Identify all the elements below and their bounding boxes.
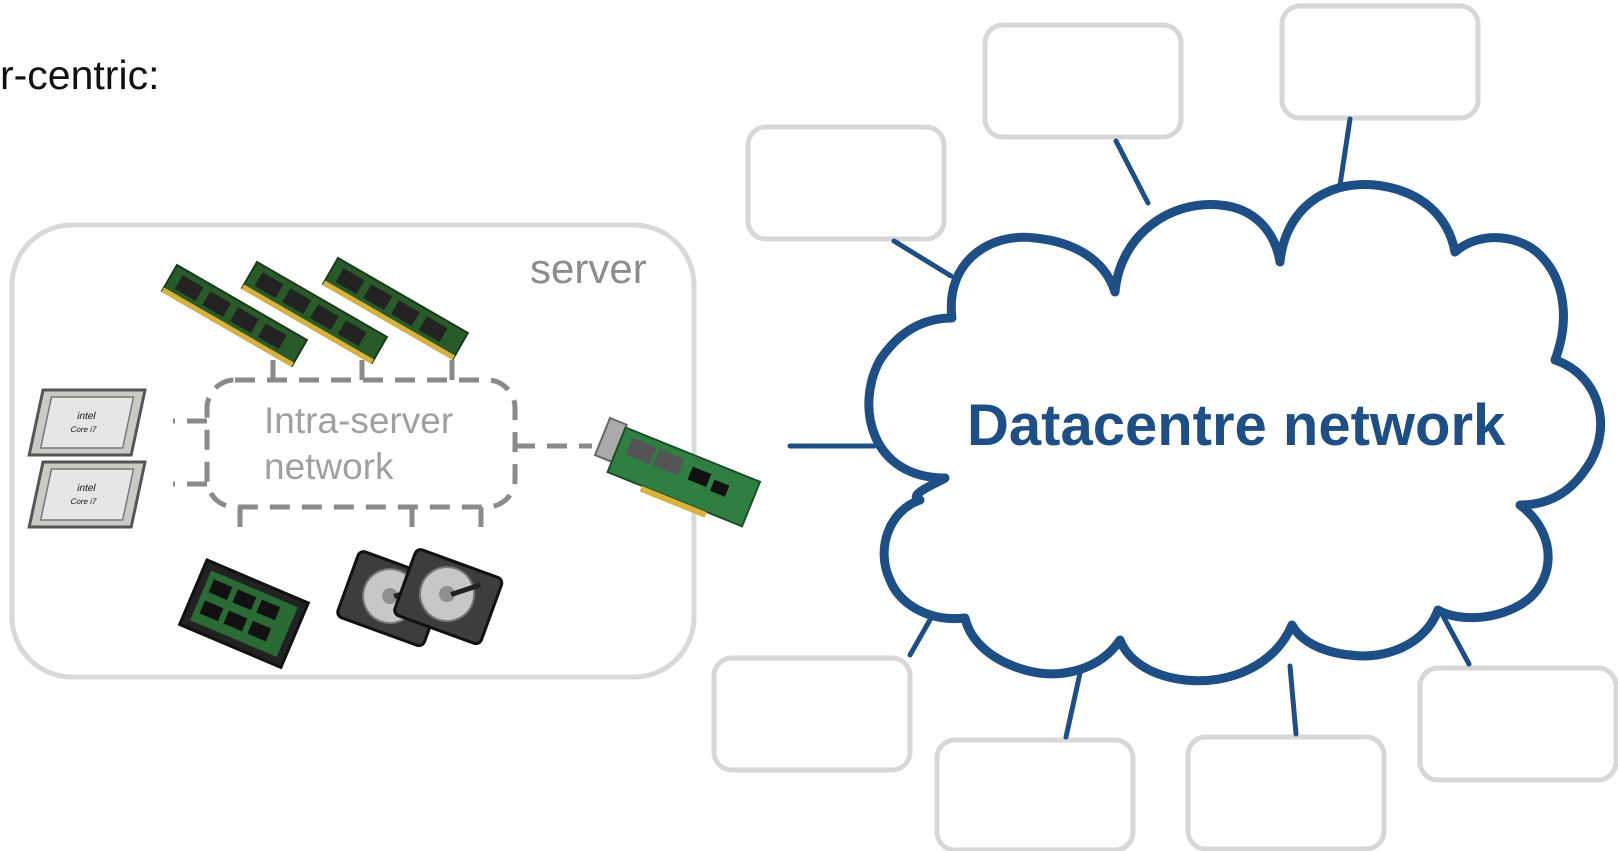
network-node-box <box>1185 734 1387 851</box>
hard-drive-icon <box>393 548 504 646</box>
ssd-icon <box>177 558 311 670</box>
server-label: server <box>530 245 647 292</box>
network-node-box <box>711 655 913 773</box>
cloud-outline <box>864 179 1605 686</box>
datacentre-cloud <box>864 179 1605 686</box>
network-node-box <box>1279 3 1481 121</box>
svg-text:Core i7: Core i7 <box>70 425 98 434</box>
intra-server-network <box>173 345 592 537</box>
network-link <box>1439 611 1472 667</box>
network-link <box>1287 663 1299 737</box>
network-node-box <box>934 737 1136 851</box>
network-node-box <box>982 22 1184 140</box>
network-link <box>891 238 954 279</box>
ram-module-icon <box>240 260 389 365</box>
network-link <box>1113 138 1151 206</box>
svg-text:Core i7: Core i7 <box>70 497 98 506</box>
cpu-chip-icon: intel Core i7 <box>27 388 147 457</box>
server-container <box>9 222 697 680</box>
cpu-chips: intel Core i7 intel Core i7 <box>27 388 147 529</box>
intra-server-network-label-line2: network <box>264 446 394 487</box>
network-card-icon <box>593 416 762 528</box>
cpu-chip-icon: intel Core i7 <box>27 460 147 529</box>
intra-server-network-label: Intra-server network <box>264 398 453 490</box>
network-link <box>1337 116 1353 188</box>
intra-server-network-label-line1: Intra-server <box>264 400 454 441</box>
network-node-box <box>1417 665 1618 783</box>
svg-text:intel: intel <box>76 411 97 422</box>
network-links <box>787 116 1472 740</box>
ram-module-icon <box>321 256 470 361</box>
network-node-box <box>745 124 947 242</box>
slide-heading-text: r-centric: <box>0 52 160 98</box>
datacentre-network-label: Datacentre network <box>967 393 1506 458</box>
ram-module-icon <box>160 263 309 368</box>
svg-text:intel: intel <box>76 483 97 494</box>
ram-modules <box>160 256 470 368</box>
